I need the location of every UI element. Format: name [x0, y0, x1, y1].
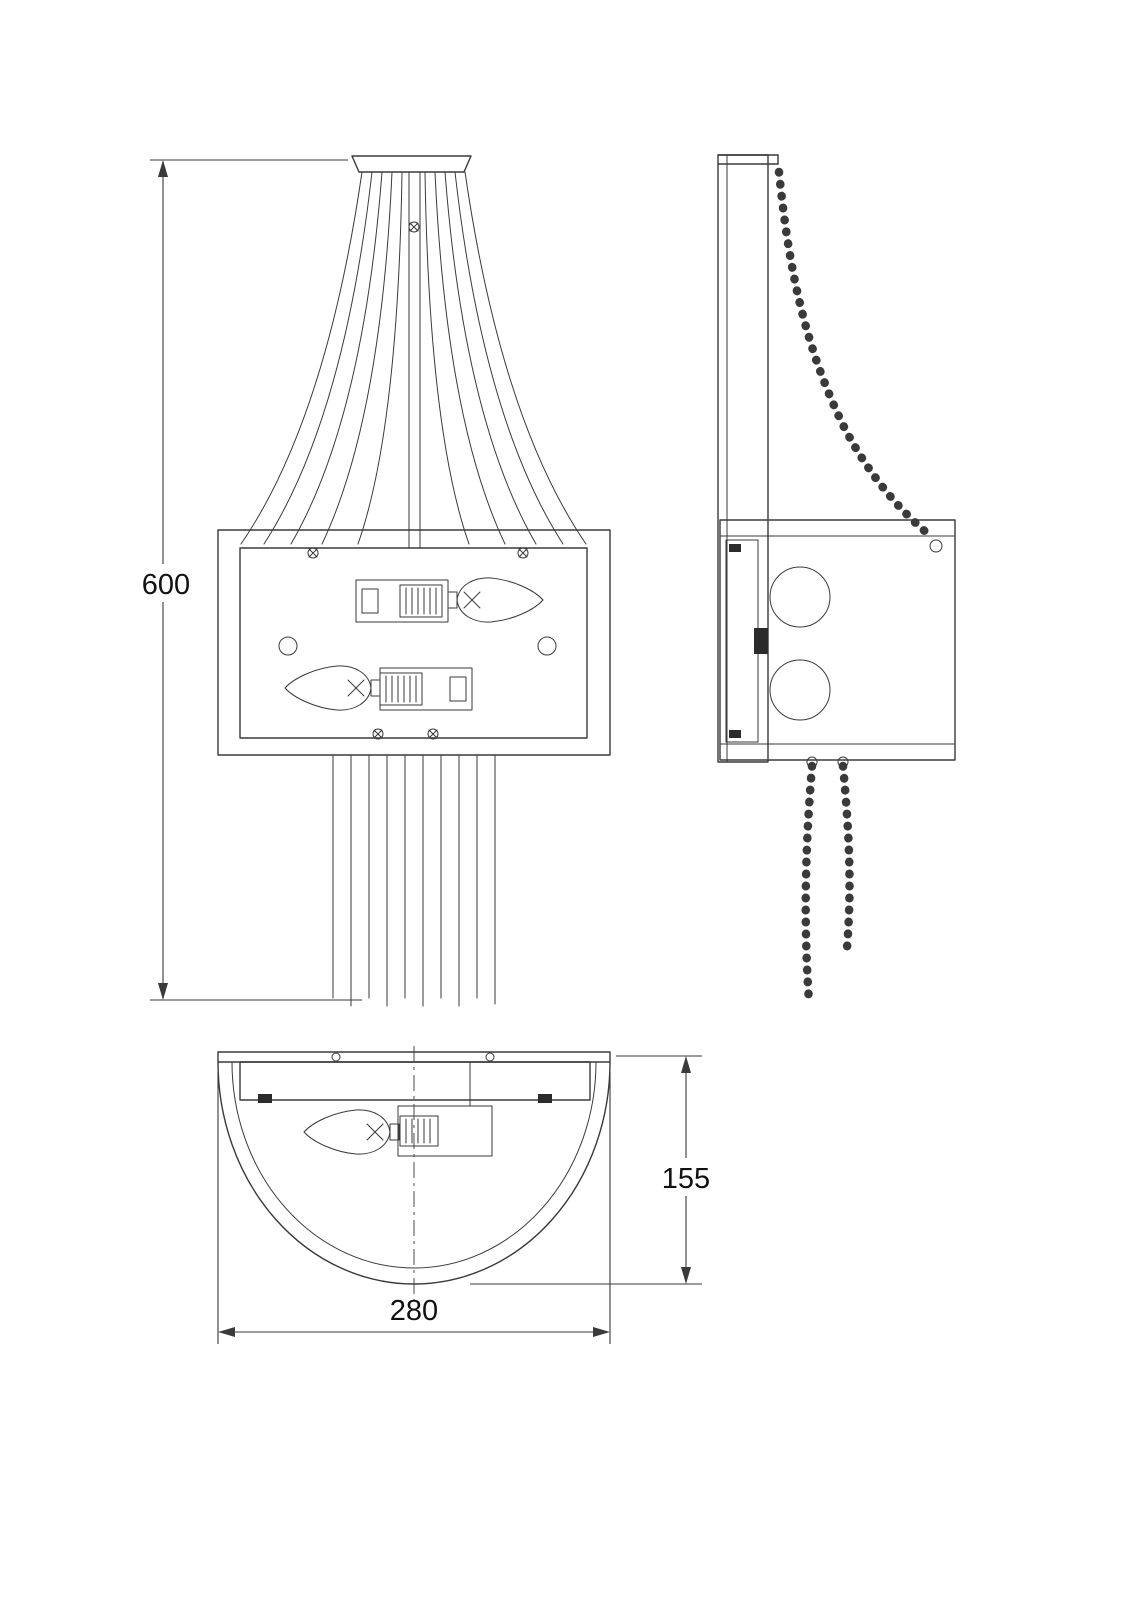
chain-ring	[929, 539, 943, 553]
clip-tab	[538, 1094, 552, 1103]
screw-icon	[517, 547, 529, 559]
bell-strings	[240, 171, 587, 545]
mounting-hole	[537, 636, 557, 656]
screw-icon	[408, 221, 420, 233]
lamp-body-inner	[239, 547, 588, 739]
bulb-socket-plan	[303, 1061, 493, 1157]
dimension-height: 600	[136, 159, 362, 1001]
bulb-socket-lower	[284, 665, 473, 711]
lamp-body-frame	[217, 529, 611, 756]
dimension-width: 280	[217, 1072, 611, 1344]
bead-chain-lower-left	[801, 761, 817, 1007]
screw-icon	[331, 1052, 341, 1062]
screw-icon	[427, 728, 439, 740]
mounting-bracket	[725, 539, 759, 743]
bulb-side-lower	[769, 659, 831, 721]
mounting-hole	[278, 636, 298, 656]
depth-dimension-label: 155	[662, 1163, 710, 1195]
hanging-strings	[332, 755, 496, 1007]
body-plan	[239, 1061, 591, 1101]
candle-bulb	[284, 665, 372, 711]
bulb-side-upper	[769, 566, 831, 628]
screw-icon	[372, 728, 384, 740]
front-view	[217, 155, 611, 1007]
candle-bulb	[456, 577, 544, 623]
screw-icon	[485, 1052, 495, 1062]
screw-icon	[307, 547, 319, 559]
dimension-depth: 155	[470, 1055, 716, 1285]
switch-block	[754, 628, 768, 654]
canopy-cap	[351, 155, 472, 173]
bulb-socket-upper	[355, 577, 544, 623]
clip-tab	[258, 1094, 272, 1103]
bead-chain-upper	[774, 167, 938, 543]
bead-chain-lower-right	[838, 761, 854, 953]
height-dimension-label: 600	[142, 569, 190, 601]
candle-bulb	[303, 1109, 391, 1155]
side-view	[717, 154, 956, 1007]
bottom-view	[217, 1046, 611, 1300]
glass-shade-inner	[231, 1061, 597, 1269]
lamp-body-side	[719, 519, 956, 761]
width-dimension-label: 280	[390, 1295, 438, 1327]
